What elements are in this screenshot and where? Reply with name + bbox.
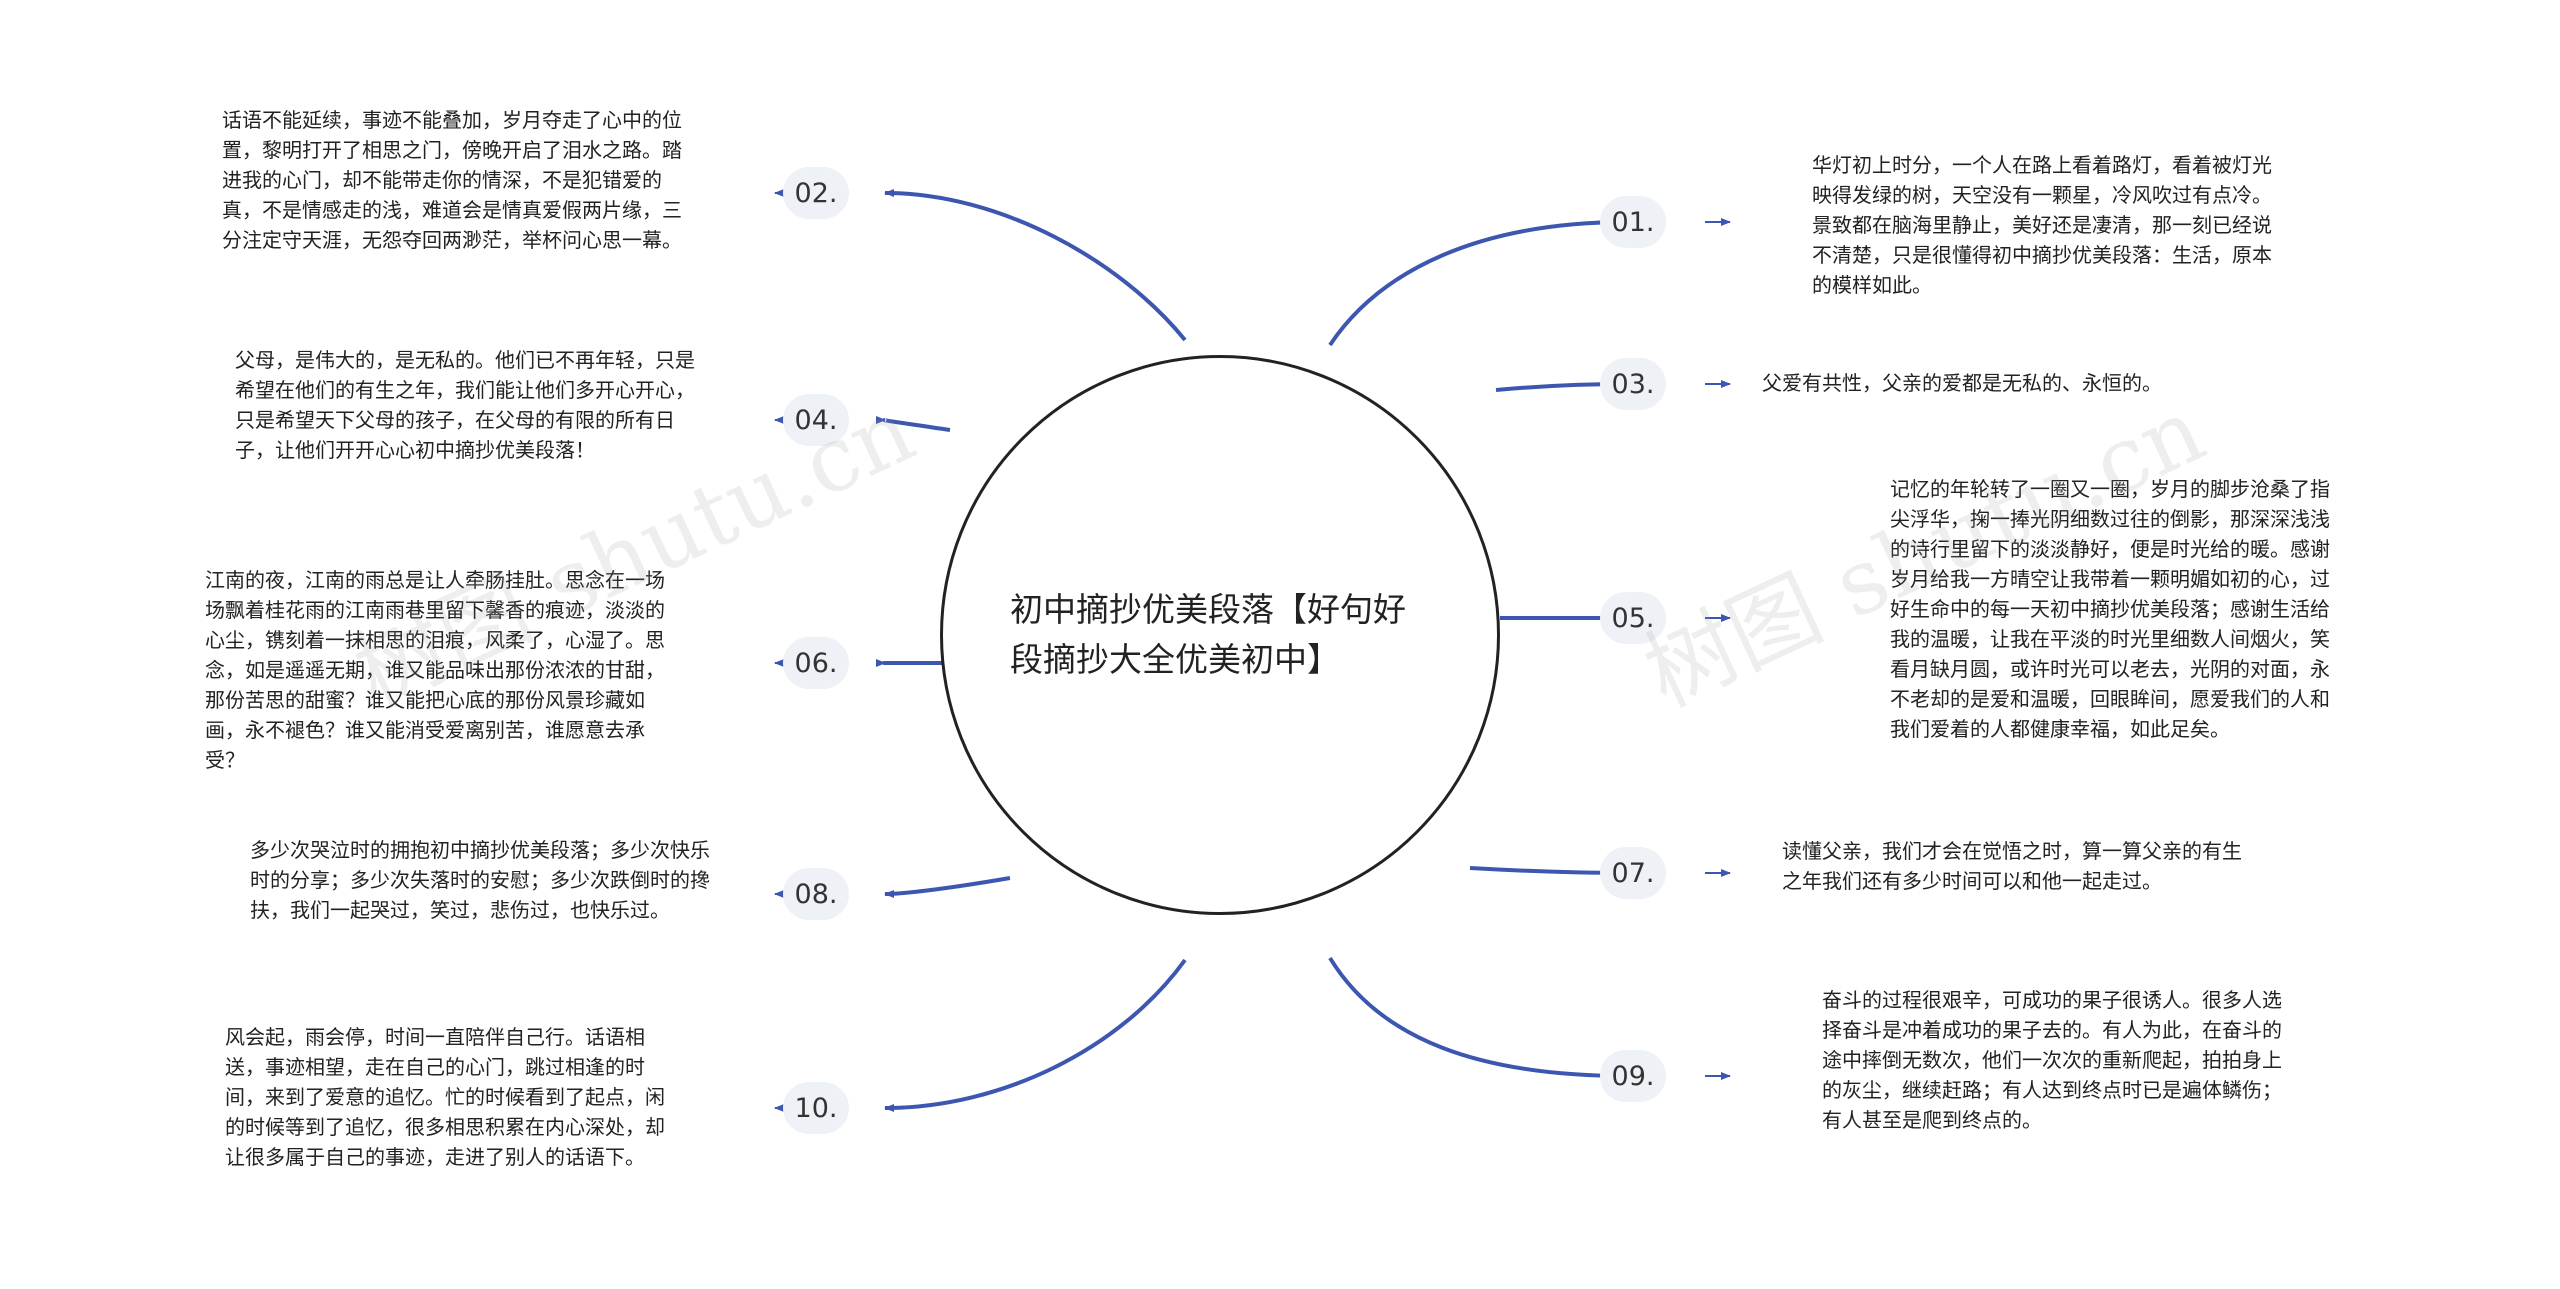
connector-curve (875, 416, 951, 432)
branch-badge-4[interactable]: 04. (783, 394, 849, 446)
branch-badge-8[interactable]: 08. (783, 868, 849, 920)
branch-text-8[interactable]: 多少次哭泣时的拥抱初中摘抄优美段落；多少次快乐时的分享；多少次失落时的安慰；多少… (250, 838, 710, 922)
central-topic[interactable]: 初中摘抄优美段落【好句好段摘抄大全优美初中】 (940, 355, 1500, 915)
central-topic-title: 初中摘抄优美段落【好句好段摘抄大全优美初中】 (1010, 590, 1406, 679)
branch-text-5[interactable]: 记忆的年轮转了一圈又一圈，岁月的脚步沧桑了指尖浮华，掬一捧光阴细数过往的倒影，那… (1890, 477, 2330, 741)
branch-badge-1[interactable]: 01. (1600, 196, 1666, 248)
branch-badge-9[interactable]: 09. (1600, 1050, 1666, 1102)
branch-badge-6[interactable]: 06. (783, 637, 849, 689)
connector-curve (884, 958, 1187, 1112)
connector-curve (884, 189, 1187, 342)
branch-text-7[interactable]: 读懂父亲，我们才会在觉悟之时，算一算父亲的有生之年我们还有多少时间可以和他一起走… (1782, 839, 2242, 893)
branch-text-4[interactable]: 父母，是伟大的，是无私的。他们已不再年轻，只是希望在他们的有生之年，我们能让他们… (235, 348, 695, 462)
branch-text-6[interactable]: 江南的夜，江南的雨总是让人牵肠挂肚。思念在一场场飘着桂花雨的江南雨巷里留下馨香的… (205, 568, 665, 772)
branch-text-2[interactable]: 话语不能延续，事迹不能叠加，岁月夺走了心中的位置，黎明打开了相思之门，傍晚开启了… (222, 108, 682, 252)
branch-text-10[interactable]: 风会起，雨会停，时间一直陪伴自己行。话语相送，事迹相望，走在自己的心门，跳过相逢… (225, 1025, 665, 1169)
branch-badge-7[interactable]: 07. (1600, 847, 1666, 899)
branch-text-3[interactable]: 父爱有共性，父亲的爱都是无私的、永恒的。 (1762, 371, 2162, 395)
branch-text-9[interactable]: 奋斗的过程很艰辛，可成功的果子很诱人。很多人选择奋斗是冲着成功的果子去的。有人为… (1822, 988, 2282, 1132)
branch-badge-2[interactable]: 02. (783, 167, 849, 219)
connector-curve (884, 876, 1011, 898)
branch-badge-3[interactable]: 03. (1600, 358, 1666, 410)
connector-curve (1328, 956, 1629, 1080)
branch-text-1[interactable]: 华灯初上时分，一个人在路上看着路灯，看着被灯光映得发绿的树，天空没有一颗星，冷风… (1812, 153, 2272, 297)
branch-badge-10[interactable]: 10. (783, 1082, 849, 1134)
connector-curve (1328, 218, 1629, 347)
branch-badge-5[interactable]: 05. (1600, 592, 1666, 644)
